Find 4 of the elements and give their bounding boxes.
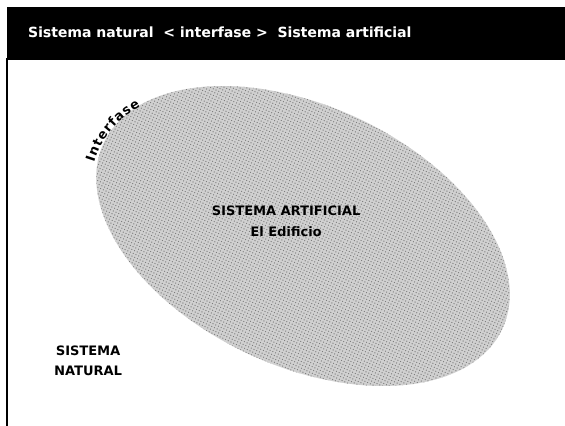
title: Sistema natural < interfase > Sistema artificial bbox=[28, 24, 412, 43]
region-label: SISTEMA NATURAL bbox=[53, 343, 123, 381]
ellipse-subtitle: El Edificio bbox=[250, 225, 322, 242]
ellipse-heading: SISTEMA ARTIFICIAL bbox=[212, 204, 360, 220]
